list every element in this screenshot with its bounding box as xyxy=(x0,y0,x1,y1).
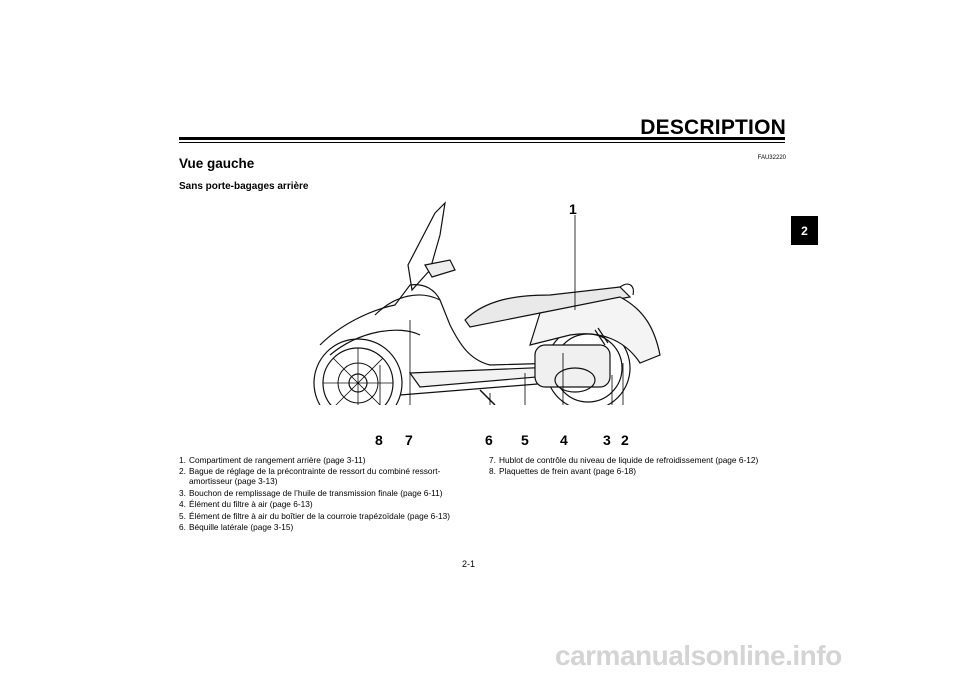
list-item: 8.Plaquettes de frein avant (page 6-18) xyxy=(489,466,789,476)
scooter-illustration xyxy=(313,201,661,405)
parts-list-right: 7.Hublot de contrôle du niveau de liquid… xyxy=(489,455,789,478)
list-item: 7.Hublot de contrôle du niveau de liquid… xyxy=(489,455,789,465)
item-text: Compartiment de rangement arrière (page … xyxy=(189,455,366,465)
parts-list-left: 1.Compartiment de rangement arrière (pag… xyxy=(179,455,479,533)
callout-6: 6 xyxy=(485,432,493,448)
watermark: carmanualsonline.info xyxy=(555,640,842,671)
item-text: Élément de filtre à air du boîtier de la… xyxy=(189,510,451,521)
callout-5: 5 xyxy=(521,432,529,448)
list-item: 6.Béquille latérale (page 3-15) xyxy=(179,522,479,532)
page-number: 2-1 xyxy=(462,559,476,569)
item-text: Élément du filtre à air (page 6-13) xyxy=(189,499,313,510)
callout-2: 2 xyxy=(621,432,629,448)
item-number: 3. xyxy=(179,487,186,498)
list-item: 3.Bouchon de remplissage de l’huile de t… xyxy=(179,488,479,498)
page-header-title: DESCRIPTION xyxy=(640,116,786,139)
callout-8: 8 xyxy=(375,432,383,448)
section-code: FAU32220 xyxy=(757,155,786,161)
callout-7: 7 xyxy=(405,432,413,448)
section-subtitle: Sans porte-bagages arrière xyxy=(179,181,309,192)
section-title: Vue gauche xyxy=(179,156,255,171)
item-number: 4. xyxy=(179,499,186,510)
header-rule-thin xyxy=(179,142,785,143)
list-item: 2.Bague de réglage de la précontrainte d… xyxy=(179,466,479,486)
item-number: 5. xyxy=(179,510,186,521)
item-number: 7. xyxy=(489,455,496,465)
callout-1: 1 xyxy=(569,201,577,217)
header-rule xyxy=(179,137,785,140)
callout-3: 3 xyxy=(603,432,611,448)
item-number: 2. xyxy=(179,466,186,477)
item-text: Béquille latérale (page 3-15) xyxy=(189,521,294,532)
item-number: 1. xyxy=(179,455,186,465)
chapter-tab: 2 xyxy=(791,216,818,245)
list-item: 4.Élément du filtre à air (page 6-13) xyxy=(179,499,479,509)
list-item: 1.Compartiment de rangement arrière (pag… xyxy=(179,455,479,465)
callout-4: 4 xyxy=(560,432,568,448)
item-number: 6. xyxy=(179,521,186,532)
item-text: Bague de réglage de la précontrainte de … xyxy=(189,466,441,487)
item-text: Bouchon de remplissage de l’huile de tra… xyxy=(189,487,443,498)
list-item: 5.Élément de filtre à air du boîtier de … xyxy=(179,511,479,521)
item-number: 8. xyxy=(489,466,496,477)
item-text: Plaquettes de frein avant (page 6-18) xyxy=(499,466,636,477)
item-text: Hublot de contrôle du niveau de liquide … xyxy=(499,455,759,465)
